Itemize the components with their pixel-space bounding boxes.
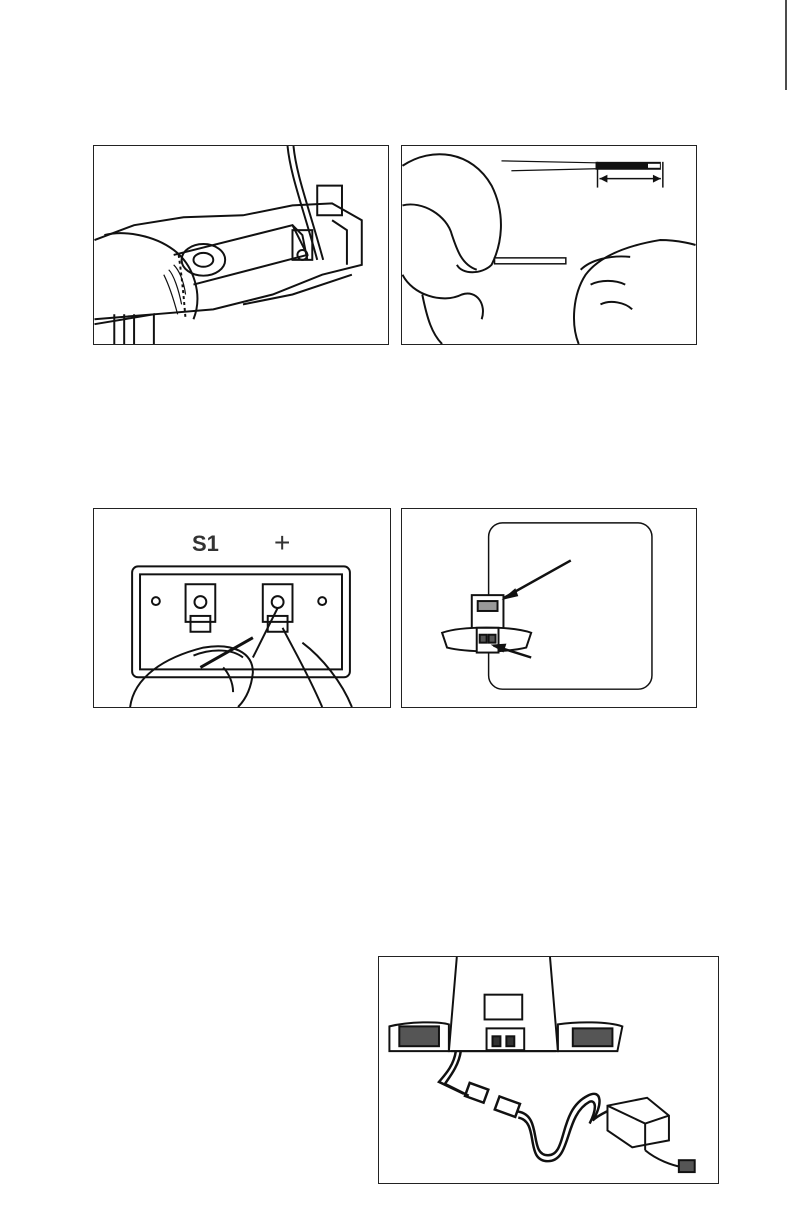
sensor-drawing bbox=[402, 509, 696, 707]
power-panel bbox=[378, 956, 719, 1184]
sensor-panel bbox=[401, 508, 697, 708]
terminal-drawing bbox=[94, 509, 390, 707]
page-edge-line bbox=[784, 0, 788, 90]
wire-stripper-panel bbox=[93, 145, 389, 345]
wire-stripper-drawing bbox=[94, 146, 388, 344]
terminal-panel: S1 + bbox=[93, 508, 391, 708]
wire-length-panel bbox=[401, 145, 697, 345]
power-drawing bbox=[379, 957, 718, 1183]
wire-length-drawing bbox=[402, 146, 696, 344]
